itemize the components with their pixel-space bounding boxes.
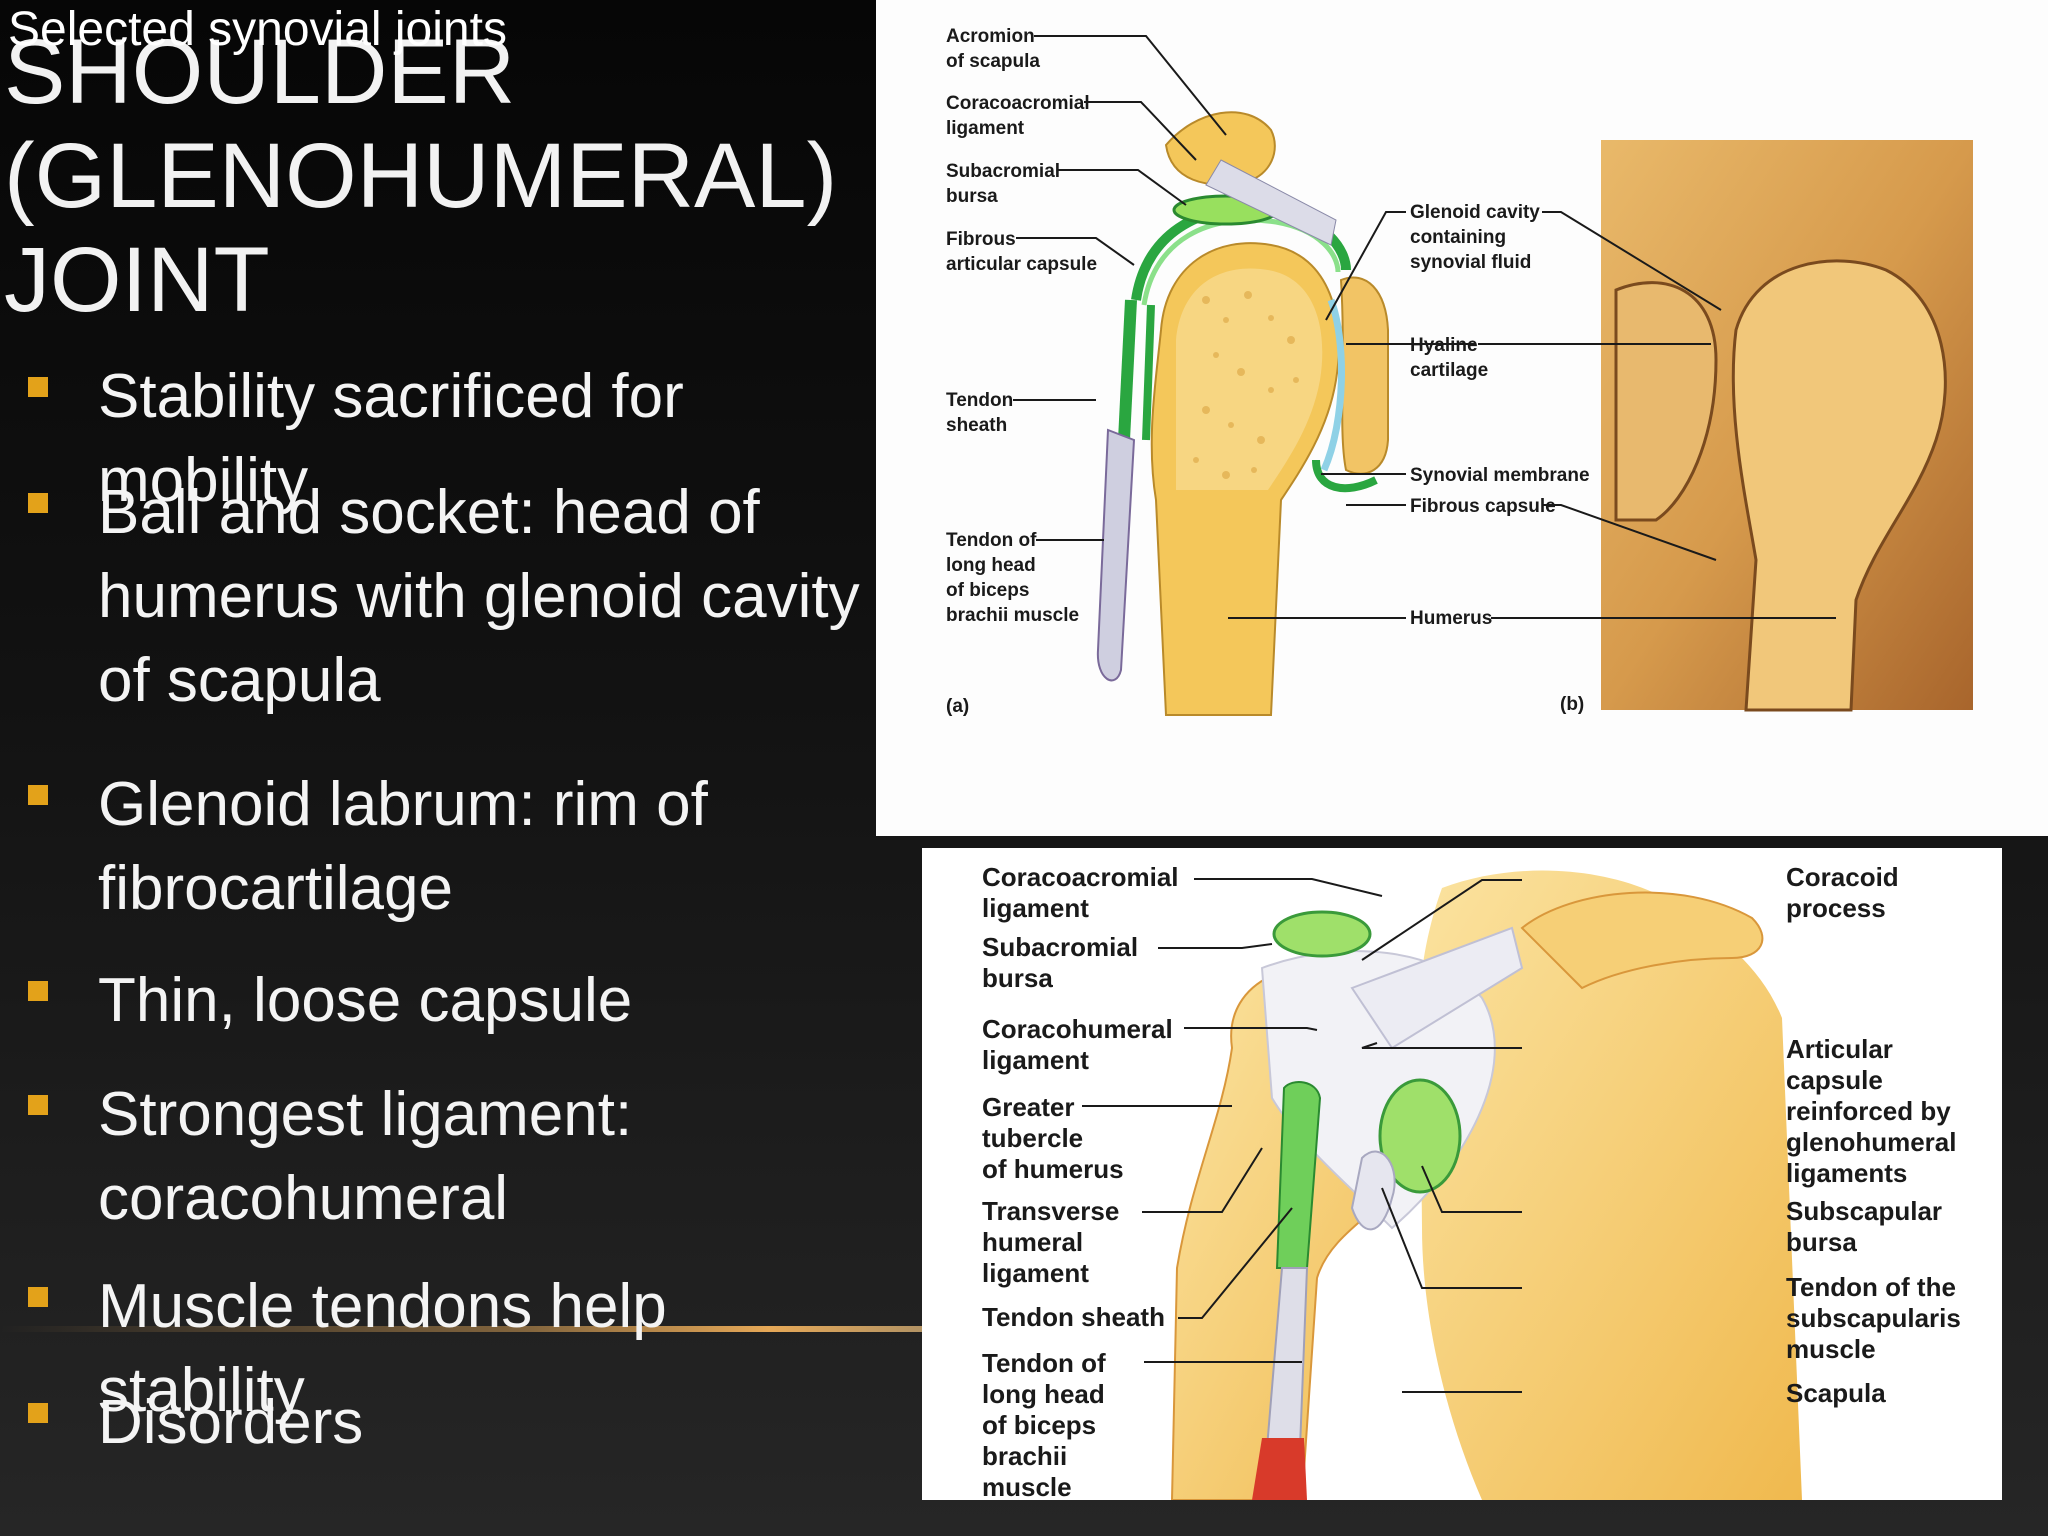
- square-bullet-icon: [28, 785, 48, 805]
- slide-title: SHOULDER (GLENOHUMERAL) JOINT: [4, 21, 838, 331]
- label-articular-capsule: Articular capsule reinforced by glenohum…: [1786, 1034, 1957, 1188]
- shoulder-anterior-figure: Coracoacromial ligament Subacromial burs…: [922, 848, 2002, 1500]
- decorative-glow-line: [0, 1326, 960, 1332]
- label-transverse-humeral-ligament: Transverse humeral ligament: [982, 1196, 1120, 1288]
- label-synovial-membrane: Synovial membrane: [1410, 465, 1590, 486]
- label-coracohumeral-ligament: Coracohumeral ligament: [982, 1014, 1173, 1075]
- bullet-text: Stability sacrificed for mobility: [98, 362, 684, 515]
- bullet-text: Glenoid labrum: rim of fibrocartilage: [98, 770, 708, 923]
- bullet-text: Strongest ligament: coracohumeral: [98, 1080, 633, 1233]
- square-bullet-icon: [28, 377, 48, 397]
- square-bullet-icon: [28, 1403, 48, 1423]
- label-coracoacromial-ligament: Coracoacromial ligament: [982, 862, 1179, 923]
- label-hyaline-cartilage: Hyaline cartilage: [1410, 335, 1489, 381]
- label-tendon-sheath: Tendon sheath: [982, 1302, 1165, 1332]
- label-coracoid-process: Coracoid process: [1786, 862, 1899, 923]
- square-bullet-icon: [28, 981, 48, 1001]
- label-fibrous-articular-capsule: Fibrous articular capsule: [946, 229, 1098, 275]
- label-subacromial-bursa: Subacromial bursa: [982, 932, 1139, 993]
- label-coracoacromial-ligament: Coracoacromial ligament: [946, 93, 1090, 139]
- bullet-text: Ball and socket: head of humerus with gl…: [98, 478, 860, 715]
- label-tendon-long-head-biceps: Tendon of long head of biceps brachii mu…: [946, 530, 1080, 626]
- label-tendon-sheath: Tendon sheath: [946, 390, 1014, 436]
- label-tendon-long-head-biceps: Tendon of long head of biceps brachii mu…: [982, 1348, 1106, 1500]
- square-bullet-icon: [28, 1095, 48, 1115]
- square-bullet-icon: [28, 1287, 48, 1307]
- label-humerus: Humerus: [1410, 608, 1493, 629]
- label-scapula: Scapula: [1786, 1378, 1886, 1408]
- label-glenoid-cavity: Glenoid cavity containing synovial fluid: [1410, 202, 1540, 273]
- label-subscapular-bursa: Subscapular bursa: [1786, 1196, 1943, 1257]
- overlay-text: Bice: [1316, 1442, 1402, 1491]
- shoulder-anterior-illustration: [1082, 870, 1802, 1500]
- label-panel-b: (b): [1560, 694, 1585, 715]
- label-panel-a: (a): [946, 696, 970, 717]
- label-subacromial-bursa: Subacromial bursa: [946, 161, 1061, 207]
- label-greater-tubercle: Greater tubercle of humerus: [982, 1092, 1124, 1184]
- shoulder-section-figure: Acromion of scapula Coracoacromial ligam…: [876, 0, 2048, 836]
- bullet-text: Thin, loose capsule: [98, 966, 633, 1035]
- label-tendon-subscapularis: Tendon of the subscapularis muscle: [1786, 1272, 1961, 1364]
- bullet-text: Muscle tendons help stability: [98, 1272, 667, 1425]
- slide-supertitle: Selected synovial joints: [8, 3, 507, 56]
- shoulder-section-illustration: [1013, 35, 1973, 716]
- label-fibrous-capsule: Fibrous capsule: [1410, 496, 1556, 517]
- label-acromion: Acromion of scapula: [946, 26, 1040, 72]
- square-bullet-icon: [28, 493, 48, 513]
- bullet-text: Disorders: [98, 1388, 364, 1457]
